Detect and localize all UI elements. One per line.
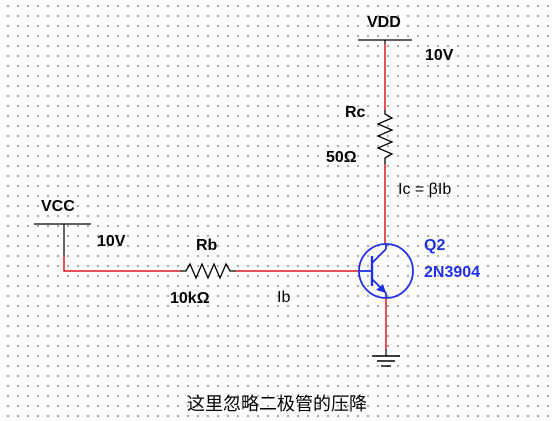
rc-label: Rc <box>345 104 366 121</box>
emitter-arrow-icon <box>376 284 386 293</box>
vdd-value: 10V <box>425 47 454 64</box>
collector-current-label: Ic = βIb <box>398 181 451 198</box>
vcc-supply: VCC 10V <box>34 198 126 256</box>
diagram-caption: 这里忽略二极管的压降 <box>187 394 367 415</box>
rc-value: 50Ω <box>326 149 357 166</box>
vdd-supply: VDD 10V <box>358 14 454 64</box>
wire-vcc-to-rb <box>63 256 180 272</box>
base-current-label: Ib <box>277 289 290 306</box>
vdd-label: VDD <box>367 14 401 31</box>
resistor-rb: Rb 10kΩ <box>170 237 236 307</box>
rb-value: 10kΩ <box>170 290 210 307</box>
q2-part: 2N3904 <box>424 264 480 281</box>
q2-label: Q2 <box>424 237 445 254</box>
vcc-value: 10V <box>97 233 126 250</box>
resistor-rc: Rc 50Ω <box>326 104 394 166</box>
ground-icon <box>372 349 400 367</box>
vcc-label: VCC <box>41 198 75 215</box>
rb-label: Rb <box>196 237 218 254</box>
transistor-q2: Q2 2N3904 <box>358 237 480 299</box>
